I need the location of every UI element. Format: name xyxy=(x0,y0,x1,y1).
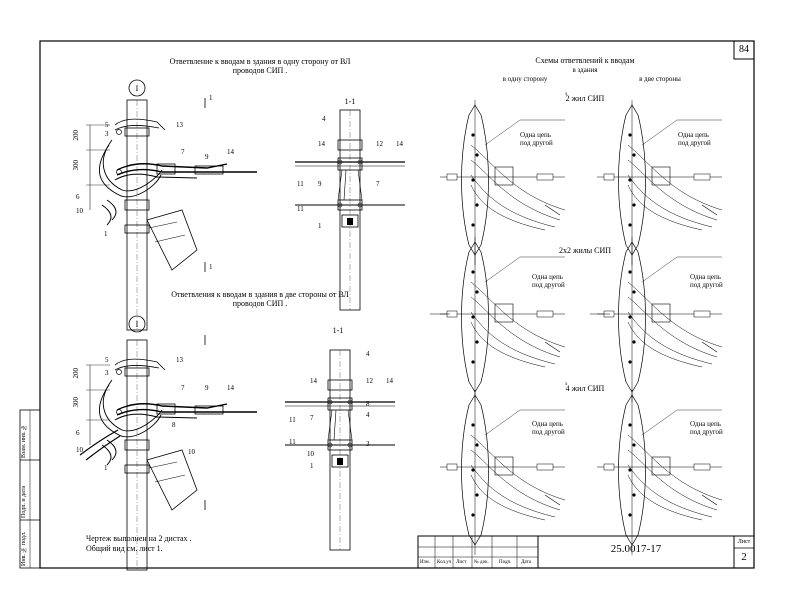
lb-callout-1: 1 xyxy=(104,464,108,472)
sheet-number: 2 xyxy=(741,551,747,563)
lb-sec-8: 8 xyxy=(366,400,370,408)
stamp-podp: Подп. и дата xyxy=(21,485,27,518)
lt-callout-9: 9 xyxy=(205,153,209,161)
right-title-1: Схемы ответвлений к вводам xyxy=(535,56,635,65)
stamp-inv: Взам. инв. № xyxy=(21,423,27,458)
lt-callout-5: 5 xyxy=(105,121,109,129)
cell-izm: Изм. xyxy=(420,560,430,565)
left-top-dim-a: 200 xyxy=(72,130,80,141)
row1-sup: х xyxy=(565,92,568,97)
cell-list: Лист xyxy=(456,560,467,565)
left-bottom-title-1: Ответвления к вводам в здания в две стор… xyxy=(171,290,349,299)
lb-sec-1: 1 xyxy=(310,462,314,470)
lb-callout-10b: 10 xyxy=(188,448,195,456)
note-line-1: Чертеж выполнен на 2 дистах . xyxy=(86,534,192,543)
left-top-title-1: Ответвление к вводам в здания в одну сто… xyxy=(169,57,351,66)
lt-sec-14a: 14 xyxy=(318,140,325,148)
lt-sec-11b: 11 xyxy=(297,205,304,213)
scheme-label-3a: Одна цепь xyxy=(532,273,563,281)
lb-sec-10: 10 xyxy=(307,450,314,458)
stamp-inv-podl: Инв. № подл. xyxy=(21,531,27,566)
left-top-marker: I xyxy=(135,84,139,93)
lt-callout-6: 6 xyxy=(76,193,80,201)
row2-label: 2х2 жилы СИП xyxy=(558,246,612,255)
right-col-left: в одну сторону xyxy=(502,75,548,83)
row3-sup: х xyxy=(565,382,568,387)
left-bottom-dim-b: 300 xyxy=(72,397,80,408)
lt-sec-1: 1 xyxy=(318,222,322,230)
scheme-label-2b: под другой xyxy=(678,139,711,147)
lb-callout-7: 7 xyxy=(181,384,185,392)
left-top-cut-top: 1 xyxy=(209,94,213,102)
lb-sec-12: 12 xyxy=(366,377,373,385)
lt-callout-13: 13 xyxy=(176,121,183,129)
lb-sec-7: 7 xyxy=(310,414,314,422)
cell-data: Дата xyxy=(521,560,531,565)
lb-callout-9: 9 xyxy=(205,384,209,392)
scheme-label-4a: Одна цепь xyxy=(690,273,721,281)
lt-sec-14b: 14 xyxy=(396,140,403,148)
scheme-label-5a: Одна цепь xyxy=(532,420,563,428)
left-top-title-2: проводов СИП . xyxy=(232,66,288,75)
row3-label: 4 жил СИП xyxy=(565,384,605,393)
lb-callout-5: 5 xyxy=(105,356,109,364)
lt-sec-7: 7 xyxy=(376,180,380,188)
lt-callout-1: 1 xyxy=(104,230,108,238)
lb-sec-4a: 4 xyxy=(366,350,370,358)
scheme-label-4b: под другой xyxy=(690,281,723,289)
left-bottom-section: 1-1 xyxy=(332,326,344,335)
right-title-2: в здания xyxy=(572,66,598,74)
scheme-label-5b: под другой xyxy=(532,428,565,436)
lb-sec-14a: 14 xyxy=(310,377,317,385)
lt-sec-4: 4 xyxy=(322,115,326,123)
scheme-label-2a: Одна цепь xyxy=(678,131,709,139)
lb-callout-10a: 10 xyxy=(76,446,83,454)
lt-callout-14: 14 xyxy=(227,148,234,156)
lb-callout-8: 8 xyxy=(172,421,176,429)
lb-callout-6: 6 xyxy=(76,429,80,437)
cell-doc: № док. xyxy=(474,560,489,565)
sheet-label: Лист xyxy=(737,539,751,545)
scheme-label-3b: под другой xyxy=(532,281,565,289)
left-top-cut-bottom: 1 xyxy=(209,263,213,271)
lt-callout-3: 3 xyxy=(105,130,109,138)
page-number: 84 xyxy=(739,44,749,55)
row1-count: 2 жил СИП xyxy=(565,94,605,103)
left-top-section: 1-1 xyxy=(344,97,356,106)
note-line-2: Общий вид см. лист 1. xyxy=(86,544,163,553)
left-bottom-dim-a: 200 xyxy=(72,368,80,379)
scheme-label-1a: Одна цепь xyxy=(520,131,551,139)
lt-sec-11a: 11 xyxy=(297,180,304,188)
lt-callout-7: 7 xyxy=(181,148,185,156)
scheme-label-1b: под другой xyxy=(520,139,553,147)
lb-sec-3: 3 xyxy=(366,440,370,448)
scheme-label-6b: под другой xyxy=(690,428,723,436)
lt-sec-12: 12 xyxy=(376,140,383,148)
lb-sec-4b: 4 xyxy=(366,411,370,419)
lb-callout-13: 13 xyxy=(176,356,183,364)
lt-sec-9: 9 xyxy=(318,180,322,188)
left-top-dim-b: 300 xyxy=(72,160,80,171)
lb-callout-3: 3 xyxy=(105,369,109,377)
cell-podp: Подп. xyxy=(499,560,512,565)
right-col-right: в две стороны xyxy=(639,75,681,83)
lb-sec-11a: 11 xyxy=(289,416,296,424)
left-bottom-marker: I xyxy=(135,320,139,329)
drawing-code: 25.0017-17 xyxy=(610,543,662,555)
lb-sec-14b: 14 xyxy=(386,377,393,385)
row1-label: 2 жил СИП xyxy=(545,94,625,103)
cell-kol: Кол.уч xyxy=(437,560,452,565)
lb-callout-14: 14 xyxy=(227,384,234,392)
lt-callout-10: 10 xyxy=(76,207,83,215)
lb-sec-11b: 11 xyxy=(289,438,296,446)
scheme-label-6a: Одна цепь xyxy=(690,420,721,428)
left-bottom-title-2: проводов СИП . xyxy=(232,299,288,308)
